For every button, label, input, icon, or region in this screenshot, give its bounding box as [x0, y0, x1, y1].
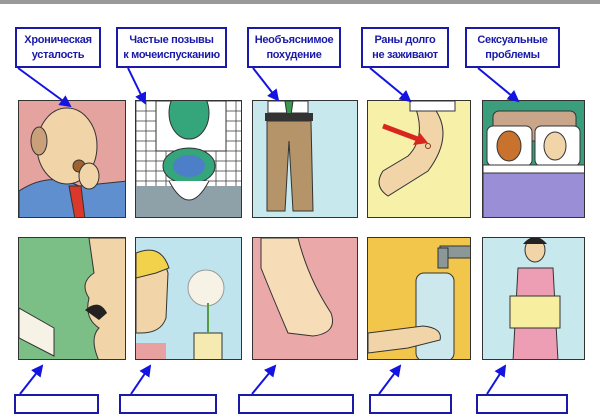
arrows-overlay — [17, 67, 520, 395]
glass-of-water-illustration — [368, 245, 470, 359]
toilet-illustration — [136, 101, 241, 217]
top-bar — [0, 0, 600, 4]
arrow — [486, 364, 507, 395]
label-frequent-urination: Частые позывы к мочеиспусканию — [116, 27, 227, 68]
arrow — [17, 67, 72, 108]
arrow — [252, 67, 280, 102]
label-line: к мочеиспусканию — [123, 48, 220, 61]
panel-weight-loss — [252, 100, 358, 218]
tired-man-illustration — [19, 107, 125, 217]
panel-vision — [482, 237, 585, 360]
panel-hunger — [18, 237, 126, 360]
label-line: Хроническая — [24, 33, 92, 46]
label-line: похудение — [266, 48, 322, 61]
panel-girl-flowers — [135, 237, 242, 360]
panel-couple-in-bed — [482, 100, 585, 218]
label-line: Частые позывы — [129, 33, 214, 46]
label-sexual-problems: Сексуальные проблемы — [465, 27, 560, 68]
panel-foot-numbness — [252, 237, 358, 360]
label-line: Раны долго — [374, 33, 436, 46]
label-line: проблемы — [485, 48, 540, 61]
couple-illustration — [483, 110, 584, 217]
woman-with-sign-illustration — [509, 238, 561, 359]
label-line: усталость — [31, 48, 85, 61]
label-weight-loss: Необъяснимое похудение — [247, 27, 341, 68]
arrow — [130, 364, 152, 395]
arrow — [369, 67, 412, 103]
panel-wound — [367, 100, 471, 218]
girl-with-flowers-illustration — [136, 249, 225, 359]
label-slow-healing: Раны долго не заживают — [361, 27, 449, 68]
label-line: Необъяснимое — [254, 33, 334, 46]
arrow — [477, 67, 520, 103]
label-chronic-fatigue: Хроническая усталость — [15, 27, 101, 68]
arrow — [127, 67, 147, 105]
label-line: не заживают — [372, 48, 438, 61]
label-line: Сексуальные — [477, 33, 548, 46]
arm-wound-illustration — [378, 101, 456, 197]
panel-tired-man — [18, 100, 126, 218]
man-with-cake-illustration — [19, 238, 125, 359]
arrow — [378, 364, 402, 395]
loose-trousers-illustration — [265, 101, 314, 212]
arrow — [251, 364, 277, 395]
arrow — [19, 364, 44, 395]
panel-toilet — [135, 100, 242, 218]
panel-thirst — [367, 237, 471, 360]
foot-illustration — [260, 238, 333, 337]
